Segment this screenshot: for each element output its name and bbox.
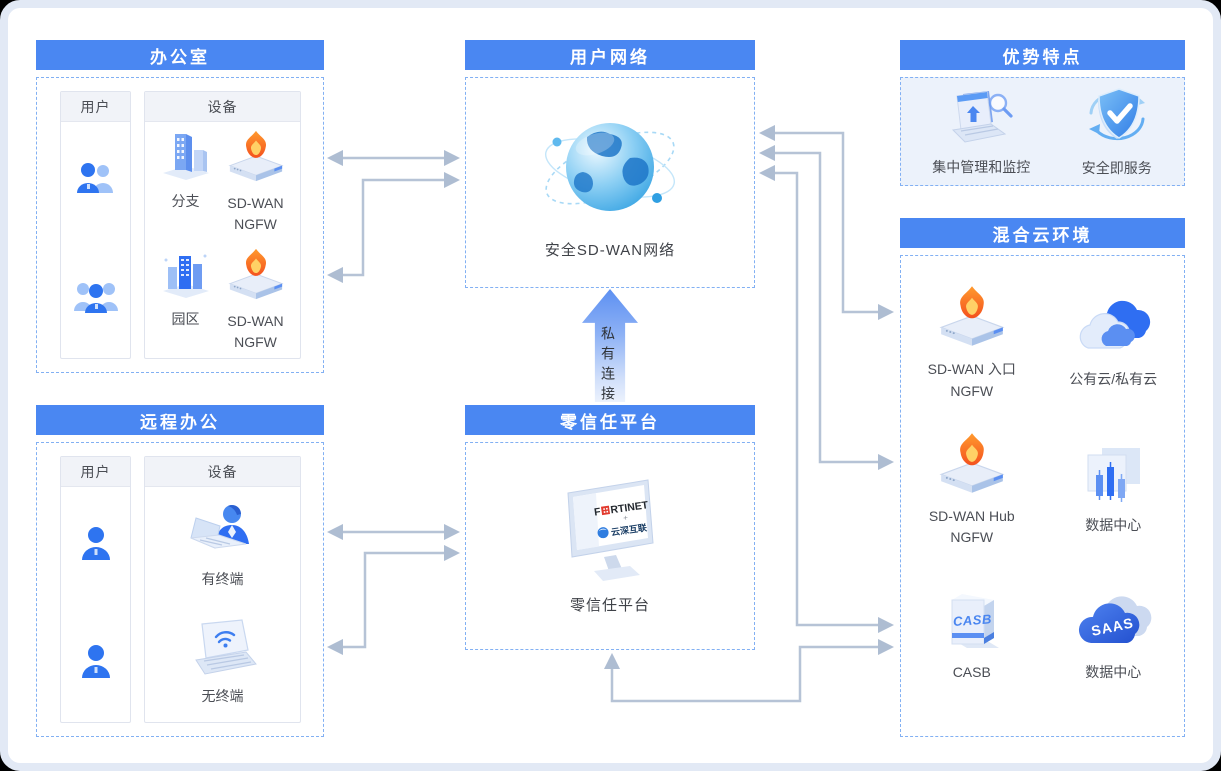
- hybrid-item-edge-ngfw: SD-WAN 入口 NGFW: [901, 270, 1043, 417]
- with-agent-label: 有终端: [201, 570, 244, 587]
- campus-label: 园区: [171, 310, 200, 327]
- hybrid-cloud-panel: 混合云环境: [900, 218, 1185, 737]
- hybrid-item-casb: CASB CASB: [901, 563, 1043, 710]
- advantage-saas-security: 安全即服务: [1081, 85, 1153, 178]
- remote-users-column: 用户: [60, 456, 131, 723]
- zero-trust-panel: 零信任平台 F RTINET +: [465, 405, 755, 650]
- user-icon: [80, 644, 112, 683]
- users-pair-icon: [75, 162, 117, 199]
- no-agent-label: 无终端: [201, 688, 244, 705]
- office-devices-header: 设备: [145, 92, 300, 122]
- private-link-label: 私有连接: [600, 326, 616, 406]
- users-group-icon: [73, 279, 119, 318]
- remote-panel: 远程办公 用户: [36, 405, 324, 737]
- zero-trust-caption: 零信任平台: [569, 597, 650, 614]
- user-icon: [80, 526, 112, 565]
- remote-devices-column: 设备: [144, 456, 301, 723]
- fortinet-logo-mark: [600, 505, 611, 516]
- hybrid-item-label: SD-WAN Hub NGFW: [928, 507, 1015, 546]
- remote-device-with-agent: 有终端: [188, 502, 258, 590]
- advantages-title: 优势特点: [900, 40, 1185, 70]
- firewall-icon: [226, 128, 286, 189]
- hybrid-cloud-body: SD-WAN 入口 NGFW 公有云/私有云: [900, 255, 1185, 737]
- user-network-caption: 安全SD-WAN网络: [544, 241, 676, 259]
- user-network-title: 用户网络: [465, 40, 755, 70]
- office-device-row-branch: 分支: [160, 128, 286, 235]
- office-panel-title: 办公室: [36, 40, 324, 70]
- user-network-panel: 用户网络: [465, 40, 755, 288]
- remote-panel-body: 用户: [36, 442, 324, 737]
- office-device-row-campus: 园区: [160, 246, 286, 353]
- campus-building-icon: [160, 246, 212, 305]
- casb-box-icon: CASB: [939, 589, 1005, 656]
- hybrid-item-label: 数据中心: [1085, 664, 1142, 681]
- central-management-icon: [943, 86, 1019, 151]
- remote-users-header: 用户: [61, 457, 130, 487]
- office-users-column: 用户: [60, 91, 131, 359]
- remote-device-no-agent: 无终端: [188, 619, 258, 707]
- firewall-icon: [936, 431, 1008, 500]
- hybrid-item-datacenter: 数据中心: [1043, 417, 1185, 564]
- firewall-icon: [936, 284, 1008, 353]
- fortinet-logo-rtinet: RTINET: [610, 499, 650, 516]
- casb-icon-text: CASB: [952, 612, 992, 630]
- advantage-management: 集中管理和监控: [932, 86, 1030, 177]
- branch-building-icon: [160, 128, 212, 187]
- advantage-management-label: 集中管理和监控: [932, 159, 1031, 175]
- hybrid-item-cloud: 公有云/私有云: [1043, 270, 1185, 417]
- laptop-wifi-icon: [188, 619, 258, 682]
- hybrid-item-label: 数据中心: [1085, 516, 1142, 533]
- remote-devices-header: 设备: [145, 457, 300, 487]
- hybrid-item-label: 公有云/私有云: [1069, 370, 1158, 387]
- datacenter-chart-icon: [1080, 444, 1146, 509]
- globe-icon: [535, 106, 685, 233]
- zero-trust-console-icon: F RTINET + 云深互联: [548, 477, 672, 588]
- shield-check-icon: [1081, 85, 1153, 152]
- laptop-user-icon: [188, 502, 258, 565]
- office-users-header: 用户: [61, 92, 130, 122]
- office-fw2-label: SD-WAN NGFW: [227, 312, 284, 350]
- fortinet-logo-f: F: [593, 506, 602, 519]
- advantage-saas-security-label: 安全即服务: [1081, 160, 1152, 176]
- branch-label: 分支: [171, 192, 200, 209]
- office-devices-column: 设备: [144, 91, 301, 359]
- logo-plus: +: [623, 513, 629, 523]
- office-fw1-label: SD-WAN NGFW: [227, 194, 284, 232]
- remote-panel-title: 远程办公: [36, 405, 324, 435]
- hybrid-item-label: SD-WAN 入口 NGFW: [927, 361, 1016, 399]
- advantages-panel: 优势特点 集中管理和监控: [900, 40, 1185, 186]
- zero-trust-body: F RTINET + 云深互联: [465, 442, 755, 650]
- firewall-icon: [226, 246, 286, 307]
- office-panel: 办公室 用户: [36, 40, 324, 373]
- saas-cloud-icon: SAAS: [1069, 589, 1157, 656]
- office-panel-body: 用户: [36, 77, 324, 373]
- advantages-body: 集中管理和监控 安全即服务: [900, 77, 1185, 186]
- hybrid-item-hub-ngfw: SD-WAN Hub NGFW: [901, 417, 1043, 564]
- hybrid-cloud-title: 混合云环境: [900, 218, 1185, 248]
- partner-logo-text: 云深互联: [610, 521, 648, 537]
- user-network-body: 安全SD-WAN网络: [465, 77, 755, 288]
- hybrid-item-label: CASB: [952, 664, 991, 681]
- zero-trust-title: 零信任平台: [465, 405, 755, 435]
- cloud-icon: [1070, 296, 1156, 363]
- hybrid-item-saas: SAAS 数据中心: [1043, 563, 1185, 710]
